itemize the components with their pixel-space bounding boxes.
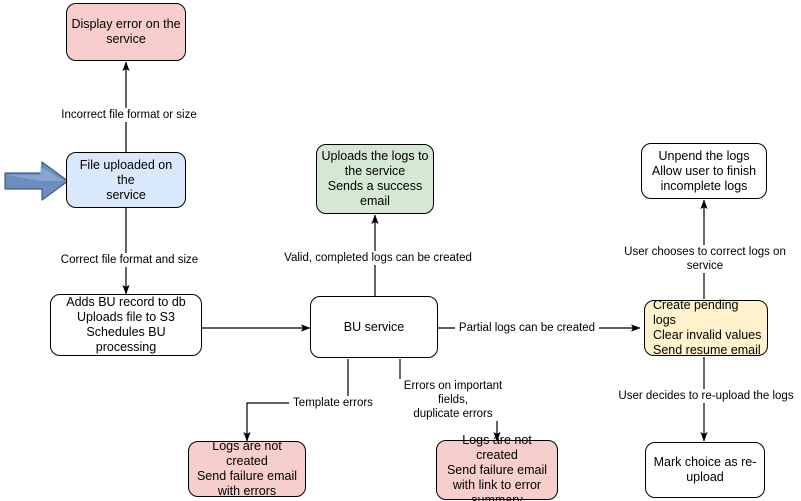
node-logs-not-created-template[interactable]: Logs are not created Send failure email … — [188, 439, 306, 498]
edge-label-user-chooses-correct: User chooses to correct logs on service — [604, 245, 801, 273]
edge-label-user-decides-reupload: User decides to re-upload the logs — [608, 389, 801, 403]
edge-label-correct-file-format: Correct file format and size — [55, 253, 204, 267]
edge-label-partial-logs: Partial logs can be created — [455, 321, 599, 335]
node-uploads-logs[interactable]: Uploads the logs to the service Sends a … — [316, 144, 434, 214]
node-adds-bu-record[interactable]: Adds BU record to db Uploads file to S3 … — [50, 294, 202, 356]
edge-label-valid-completed-logs: Valid, completed logs can be created — [280, 251, 476, 265]
edge-label-incorrect-file-format: Incorrect file format or size — [52, 108, 206, 122]
node-mark-choice-reupload[interactable]: Mark choice as re- upload — [645, 442, 765, 498]
node-create-pending-logs[interactable]: Create pending logs Clear invalid values… — [644, 298, 768, 357]
edge-label-errors-important-fields: Errors on important fields, duplicate er… — [392, 379, 514, 421]
node-file-uploaded[interactable]: File uploaded on the service — [66, 152, 186, 208]
node-unpend-logs[interactable]: Unpend the logs Allow user to finish inc… — [641, 143, 767, 199]
node-display-error[interactable]: Display error on the service — [66, 3, 186, 61]
entry-block-arrow-icon — [4, 161, 69, 201]
edge-label-template-errors: Template errors — [289, 396, 377, 410]
node-bu-service[interactable]: BU service — [310, 296, 438, 358]
node-logs-not-created-fields[interactable]: Logs are not created Send failure email … — [436, 433, 558, 501]
